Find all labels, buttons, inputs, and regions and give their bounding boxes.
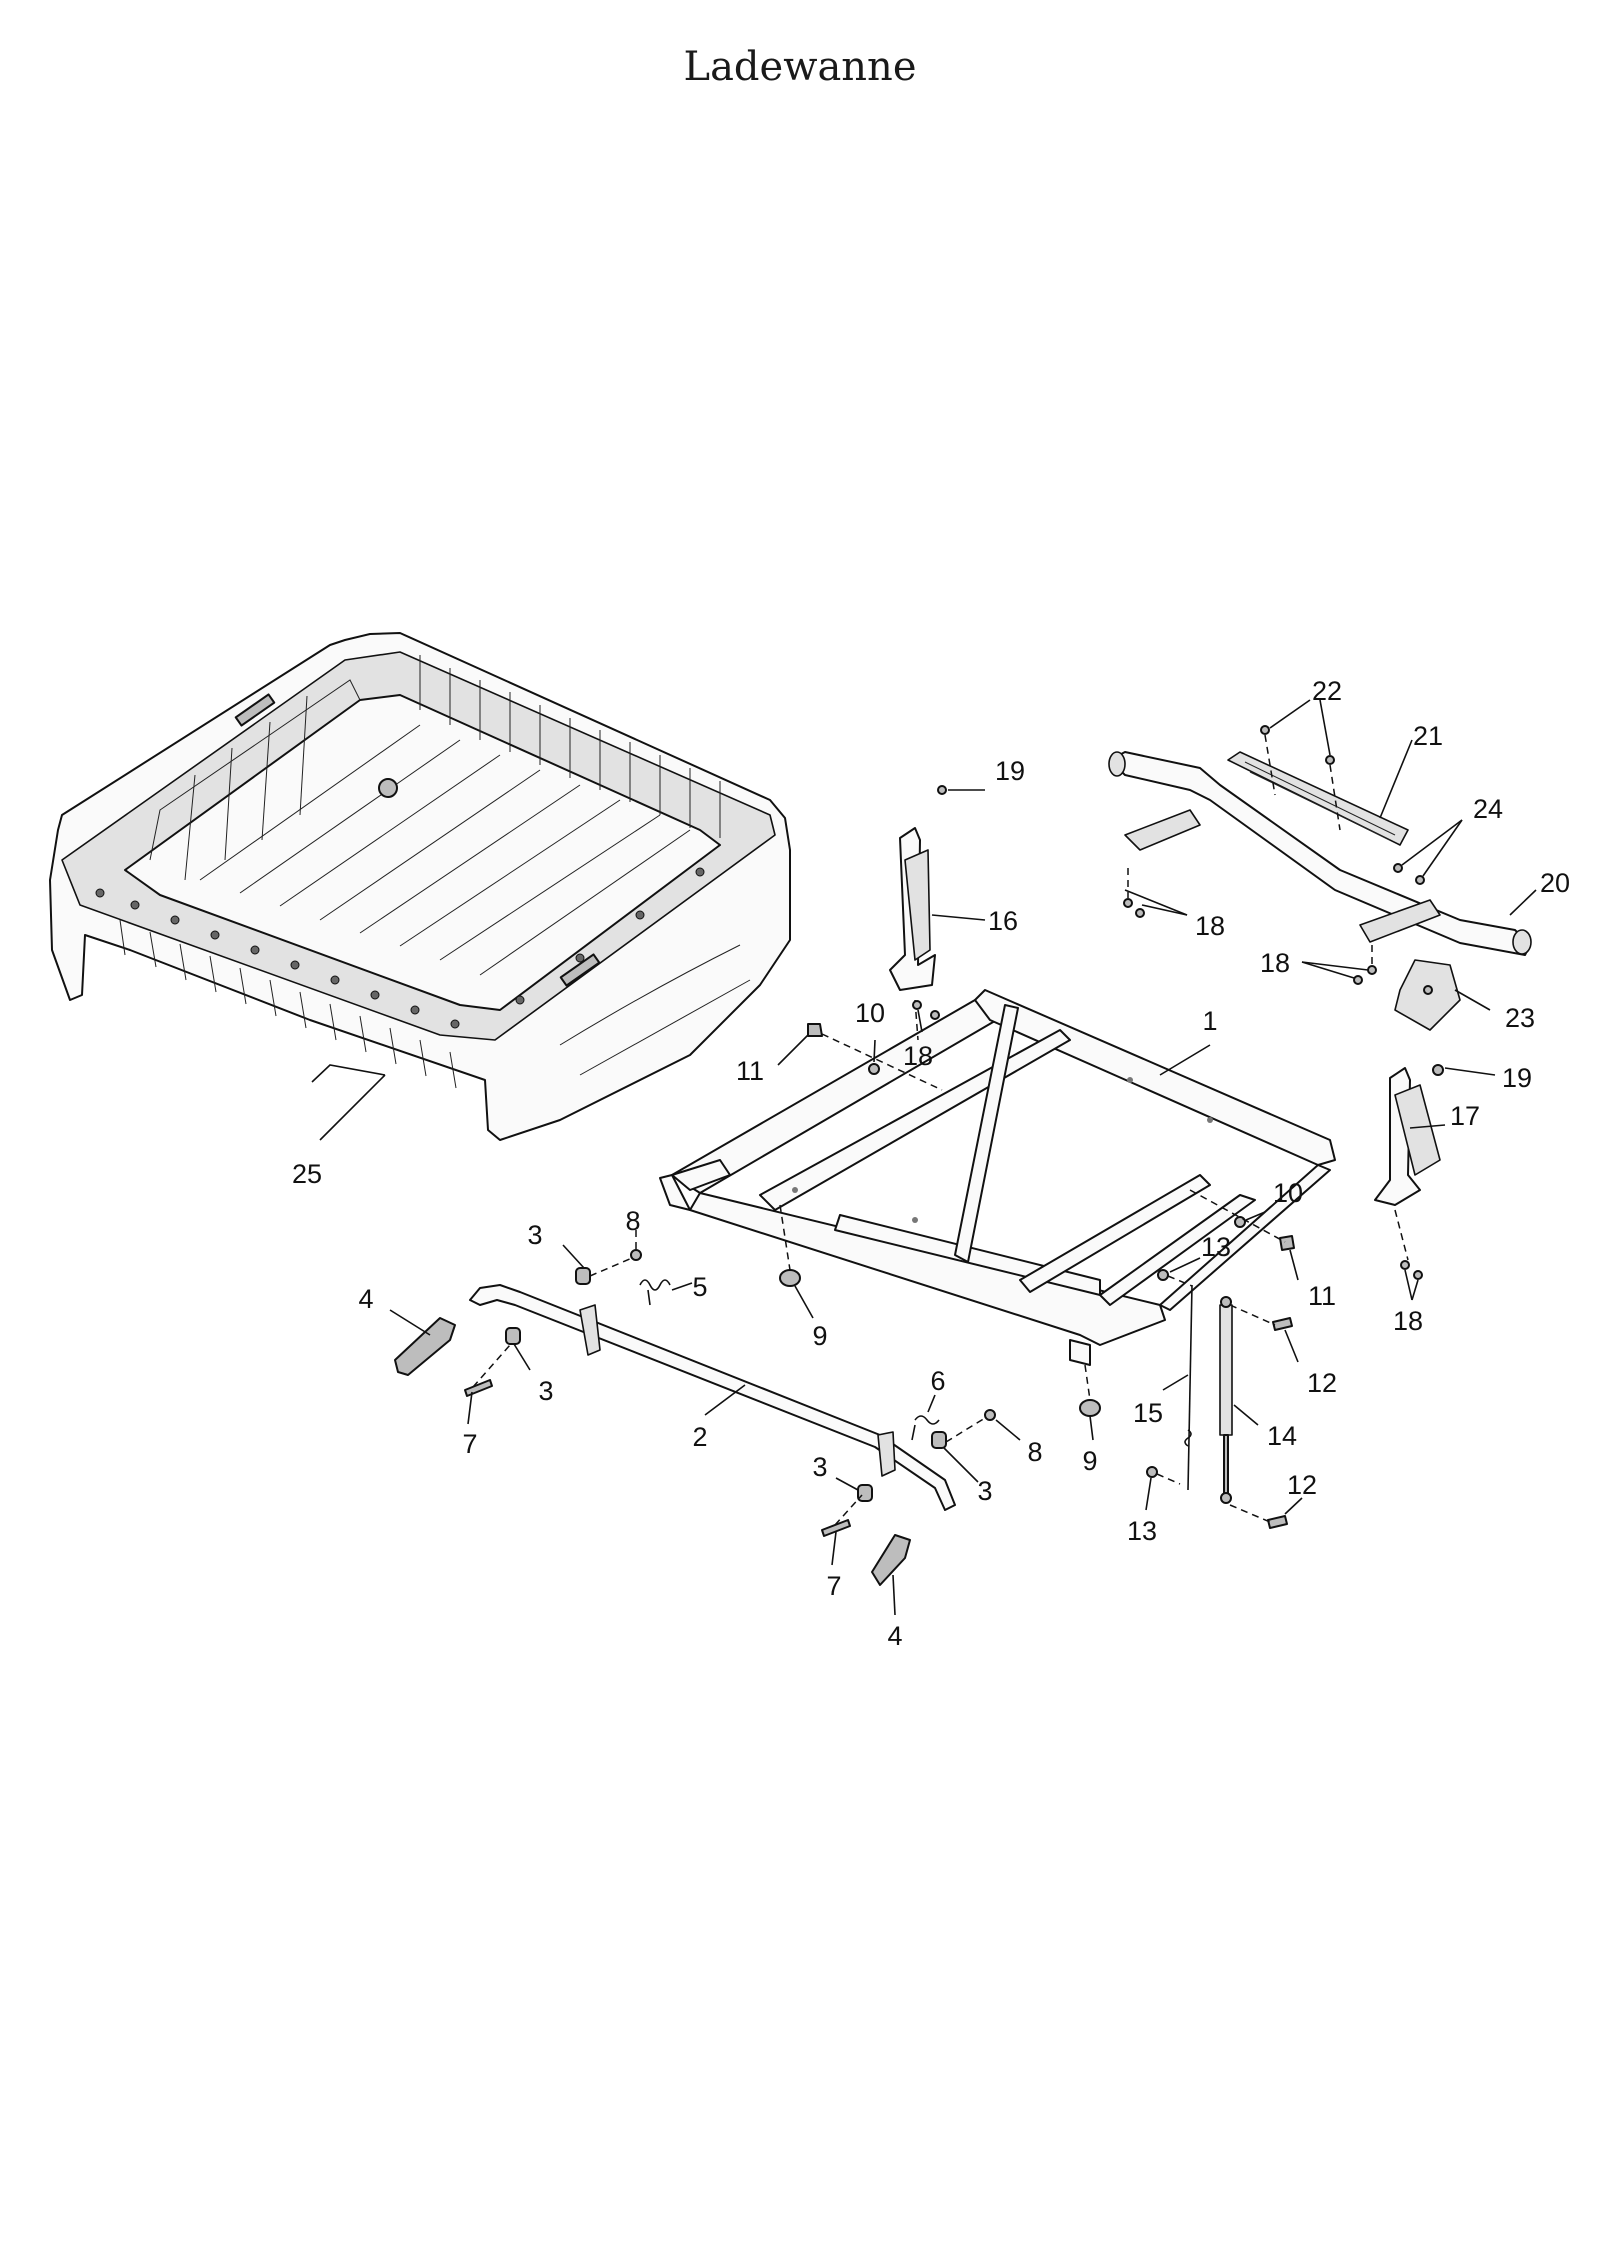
callout-3: 3 xyxy=(527,1220,542,1250)
callout-10: 10 xyxy=(1273,1178,1303,1208)
bolt-part-12 xyxy=(1267,1317,1293,1529)
callout-8: 8 xyxy=(1027,1437,1042,1467)
callout-3: 3 xyxy=(812,1452,827,1482)
skid-plate-part xyxy=(1394,959,1461,1031)
gas-strut-part xyxy=(1219,1296,1233,1504)
callout-18: 18 xyxy=(1393,1306,1423,1336)
latch-rod-part xyxy=(469,1284,956,1511)
nut-part xyxy=(630,1249,996,1421)
callout-14: 14 xyxy=(1267,1421,1297,1451)
callout-18: 18 xyxy=(1195,911,1225,941)
callout-11: 11 xyxy=(1308,1281,1336,1311)
callout-18: 18 xyxy=(1260,948,1290,978)
callout-6: 6 xyxy=(930,1366,945,1396)
callout-5: 5 xyxy=(692,1272,707,1302)
callout-24: 24 xyxy=(1473,794,1503,824)
callout-7: 7 xyxy=(462,1429,477,1459)
nut-part-13 xyxy=(1146,1269,1169,1478)
callout-12: 12 xyxy=(1307,1368,1337,1398)
callout-23: 23 xyxy=(1505,1003,1535,1033)
callout-19: 19 xyxy=(995,756,1025,786)
callout-2: 2 xyxy=(692,1422,707,1452)
callout-18: 18 xyxy=(903,1041,933,1071)
callout-12: 12 xyxy=(1287,1470,1317,1500)
callout-3: 3 xyxy=(977,1476,992,1506)
callout-3: 3 xyxy=(538,1376,553,1406)
callout-16: 16 xyxy=(988,906,1018,936)
callout-8: 8 xyxy=(625,1206,640,1236)
leader-25 xyxy=(311,1064,386,1083)
bracket-part-right xyxy=(1374,1067,1441,1206)
callout-22: 22 xyxy=(1312,676,1342,706)
callout-4: 4 xyxy=(887,1621,902,1651)
fastener-part xyxy=(807,1023,1295,1251)
callout-13: 13 xyxy=(1127,1516,1157,1546)
page-title: Ladewanne xyxy=(683,44,917,90)
callout-9: 9 xyxy=(812,1321,827,1351)
callout-13: 13 xyxy=(1201,1232,1231,1262)
callout-7: 7 xyxy=(826,1571,841,1601)
subframe-part xyxy=(659,989,1336,1366)
bracket-part-left xyxy=(889,827,936,991)
callout-11: 11 xyxy=(736,1056,764,1086)
callout-20: 20 xyxy=(1540,868,1570,898)
callout-4: 4 xyxy=(358,1284,373,1314)
bushing-part xyxy=(505,1267,947,1502)
callout-17: 17 xyxy=(1450,1101,1480,1131)
cable-part xyxy=(1184,1284,1193,1491)
callout-21: 21 xyxy=(1413,721,1443,751)
cargo-box-part xyxy=(49,632,791,1141)
callout-15: 15 xyxy=(1133,1398,1163,1428)
callout-19: 19 xyxy=(1502,1063,1532,1093)
callout-10: 10 xyxy=(855,998,885,1028)
handle-part xyxy=(394,1317,911,1586)
callout-9: 9 xyxy=(1082,1446,1097,1476)
callout-1: 1 xyxy=(1202,1006,1217,1036)
spring-part xyxy=(639,1279,671,1306)
callout-25: 25 xyxy=(292,1159,322,1189)
rail-part xyxy=(1108,751,1532,956)
spring-part-2 xyxy=(911,1415,940,1441)
